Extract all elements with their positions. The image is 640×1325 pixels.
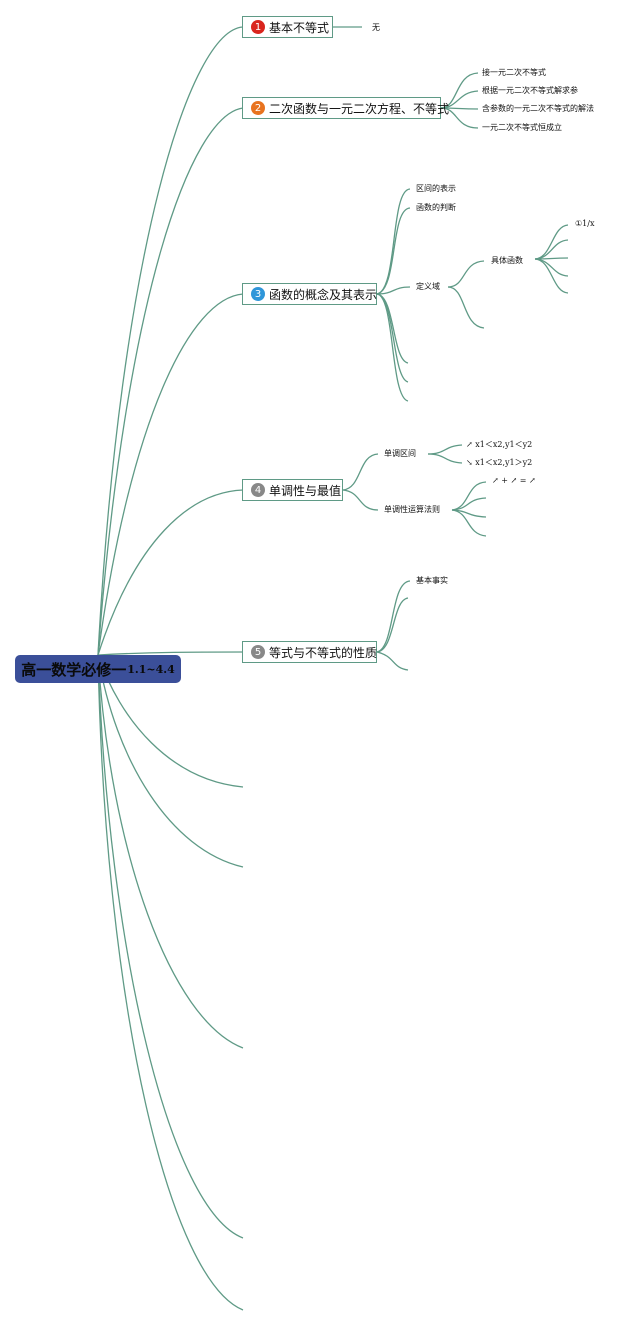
link-b4-8 [451, 509, 487, 537]
leaf-b5-basic-fact: 基本事实 [416, 576, 448, 585]
branch-node-3[interactable]: 3 函数的概念及其表示 [242, 283, 377, 305]
link-b3-13 [534, 258, 569, 294]
leaf-b3-concrete: 具体函数 [491, 256, 523, 265]
root-title: 高一数学必修一 [21, 660, 127, 679]
link-b3-10 [534, 239, 569, 260]
link-root-branch-5 [97, 651, 244, 656]
link-root-empty-5 [97, 654, 244, 1311]
link-b5-2 [376, 597, 409, 653]
branch-node-4[interactable]: 4 单调性与最值 [242, 479, 343, 501]
link-b5-1 [376, 580, 411, 653]
branch-label-5: 等式与不等式的性质 [269, 645, 378, 660]
leaf-b3-domain: 定义域 [416, 282, 440, 291]
link-root-empty-3 [97, 654, 244, 1049]
leaf-b2-4: 一元二次不等式恒成立 [482, 123, 562, 132]
link-b4-1 [342, 453, 379, 491]
link-root-empty-2 [97, 654, 244, 868]
root-range: 1.1~4.4 [127, 662, 175, 676]
number-badge-3: 3 [251, 287, 265, 301]
leaf-b4-rules: 单调性运算法则 [384, 505, 440, 514]
link-b5-3 [376, 651, 409, 671]
link-b3-6 [376, 293, 409, 402]
number-badge-5: 5 [251, 645, 265, 659]
link-b3-2 [376, 207, 411, 295]
branch-label-1: 基本不等式 [269, 20, 330, 35]
link-b4-5 [451, 481, 487, 511]
link-root-branch-2 [97, 107, 244, 656]
link-b3-12 [534, 258, 569, 277]
link-b3-9 [534, 224, 569, 260]
link-b4-2 [342, 489, 379, 511]
link-b3-4 [376, 293, 409, 364]
link-root-branch-1 [97, 26, 244, 656]
link-b3-3 [376, 286, 411, 295]
leaf-b4-sum: ↗ + ↗ = ↗ [492, 476, 536, 485]
leaf-b2-1: 接一元二次不等式 [482, 68, 546, 77]
leaf-b4-decreasing: ↘ x1＜x2,y1＞y2 [466, 458, 533, 467]
leaf-b3-judge: 函数的判断 [416, 203, 456, 212]
link-b4-4 [427, 453, 463, 464]
branch-node-5[interactable]: 5 等式与不等式的性质 [242, 641, 377, 663]
link-b4-6 [451, 497, 487, 511]
branch-node-1[interactable]: 1 基本不等式 [242, 16, 333, 38]
number-badge-4: 4 [251, 483, 265, 497]
number-badge-2: 2 [251, 101, 265, 115]
leaf-b4-increasing: ↗ x1＜x2,y1＜y2 [466, 440, 533, 449]
link-root-empty-4 [97, 654, 244, 1239]
leaf-b1-none: 无 [372, 23, 380, 32]
leaf-b3-interval: 区间的表示 [416, 184, 456, 193]
link-root-branch-4 [97, 489, 244, 656]
branch-node-2[interactable]: 2 二次函数与一元二次方程、不等式 [242, 97, 449, 119]
branch-label-2: 二次函数与一元二次方程、不等式 [269, 101, 450, 116]
link-b2-4 [440, 107, 479, 129]
link-b3-7 [447, 260, 485, 288]
branch-label-3: 函数的概念及其表示 [269, 287, 378, 302]
number-badge-1: 1 [251, 20, 265, 34]
link-b3-1 [376, 188, 411, 295]
link-b4-3 [427, 444, 463, 455]
branch-label-4: 单调性与最值 [269, 483, 342, 498]
leaf-b4-interval: 单调区间 [384, 449, 416, 458]
link-b3-8 [447, 286, 485, 329]
leaf-b3-reciprocal: ①1/x [575, 219, 595, 228]
leaf-b2-3: 含参数的一元二次不等式的解法 [482, 104, 594, 113]
link-root-branch-3 [97, 293, 244, 656]
link-b3-5 [376, 293, 409, 383]
leaf-b2-2: 根据一元二次不等式解求参 [482, 86, 578, 95]
